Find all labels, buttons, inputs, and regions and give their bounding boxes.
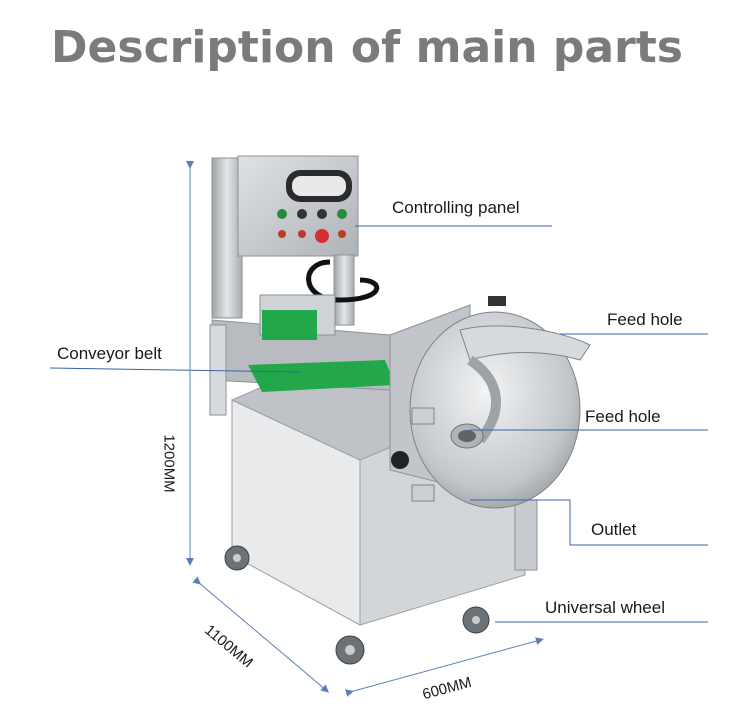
cutting-drum <box>389 296 591 509</box>
page-title: Description of main parts <box>51 22 683 73</box>
label-feed-hole-top: Feed hole <box>607 310 683 329</box>
label-outlet: Outlet <box>591 520 637 539</box>
label-conveyor-belt: Conveyor belt <box>57 344 162 363</box>
control-panel <box>211 155 380 326</box>
label-feed-hole-mid: Feed hole <box>585 407 661 426</box>
length-arrow <box>192 576 330 693</box>
leader-conveyor-belt <box>49 367 301 373</box>
label-controlling-panel: Controlling panel <box>392 198 520 217</box>
conveyor-section <box>209 294 395 416</box>
width-arrow <box>345 637 544 697</box>
dimension-height: 1200MM <box>160 434 178 493</box>
leader-lines <box>49 225 708 623</box>
label-universal-wheel: Universal wheel <box>545 598 665 617</box>
dimension-arrows <box>186 161 544 697</box>
leader-outlet <box>470 499 708 546</box>
